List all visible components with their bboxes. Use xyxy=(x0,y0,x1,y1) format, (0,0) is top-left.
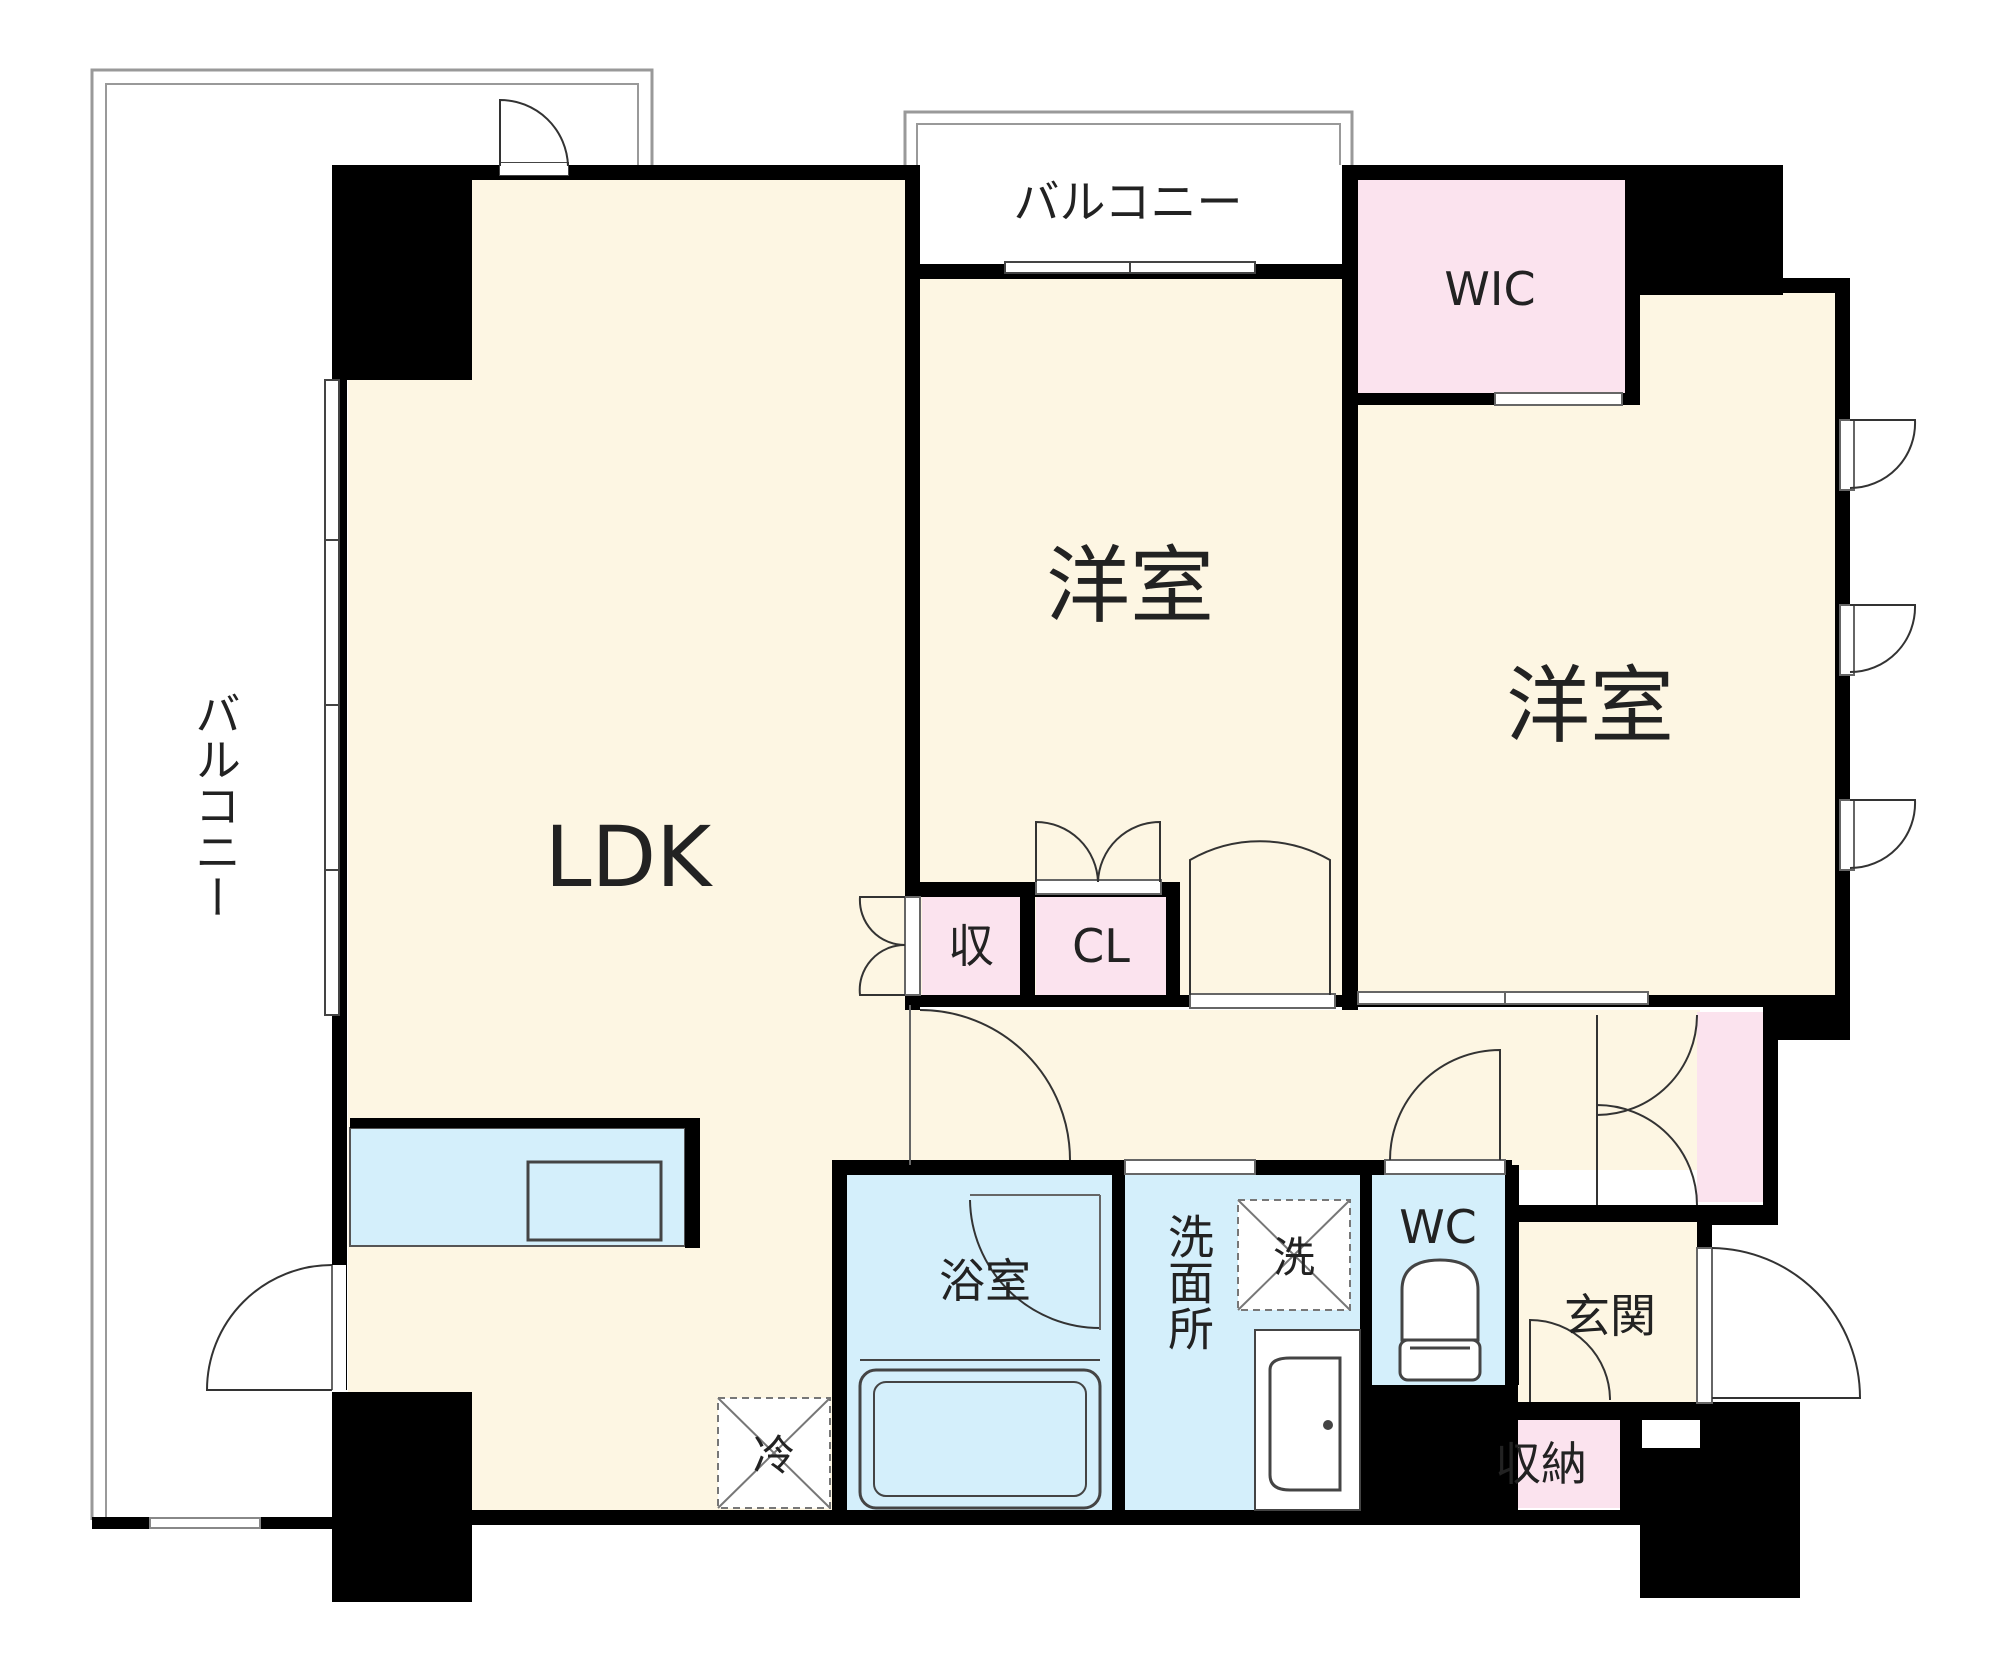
kitchen-sink xyxy=(526,1160,663,1242)
hall-storage-floor xyxy=(1697,1012,1763,1202)
wic-floor xyxy=(1358,180,1625,393)
west-balcony xyxy=(90,68,654,1529)
north-balcony xyxy=(903,110,1354,270)
wash-basin xyxy=(1254,1329,1361,1511)
closet-floor xyxy=(1036,897,1166,995)
west-balcony-label: バルコニー xyxy=(188,690,242,920)
doors xyxy=(205,98,1917,1404)
bedroom-2-floor xyxy=(1358,293,1835,995)
hall-floor xyxy=(910,1010,1700,1170)
bathroom-floor xyxy=(847,1175,1115,1515)
storage-small-floor xyxy=(922,897,1020,995)
closet-label: CL xyxy=(1072,919,1130,973)
entrance-label: 玄関 xyxy=(1564,1289,1656,1343)
fridge-label: 冷 xyxy=(753,1431,795,1480)
toilet-bowl xyxy=(1398,1258,1482,1382)
bedroom-2-label: 洋室 xyxy=(1506,657,1674,755)
north-balcony-label: バルコニー xyxy=(1013,175,1242,229)
fixtures xyxy=(717,1199,1482,1511)
bathroom-label: 浴室 xyxy=(939,1254,1031,1308)
ldk-label: LDK xyxy=(545,808,713,906)
room-floors xyxy=(348,180,1835,1515)
storage-small-label: 収 xyxy=(948,919,994,973)
washroom-label: 洗面所 xyxy=(1161,1213,1215,1351)
bathtub xyxy=(858,1368,1102,1510)
bedroom-1-label: 洋室 xyxy=(1046,537,1214,635)
toilet-label: WC xyxy=(1399,1200,1477,1254)
kitchen-counter xyxy=(349,1127,686,1247)
shoe-storage-label: 収納 xyxy=(1495,1437,1587,1491)
labels: LDK 洋室 洋室 WIC 収 CL 浴室 WC 玄関 収納 洗面所 バルコニー… xyxy=(188,175,1674,1491)
wic-label: WIC xyxy=(1444,262,1535,316)
washer-label: 洗 xyxy=(1273,1233,1315,1282)
